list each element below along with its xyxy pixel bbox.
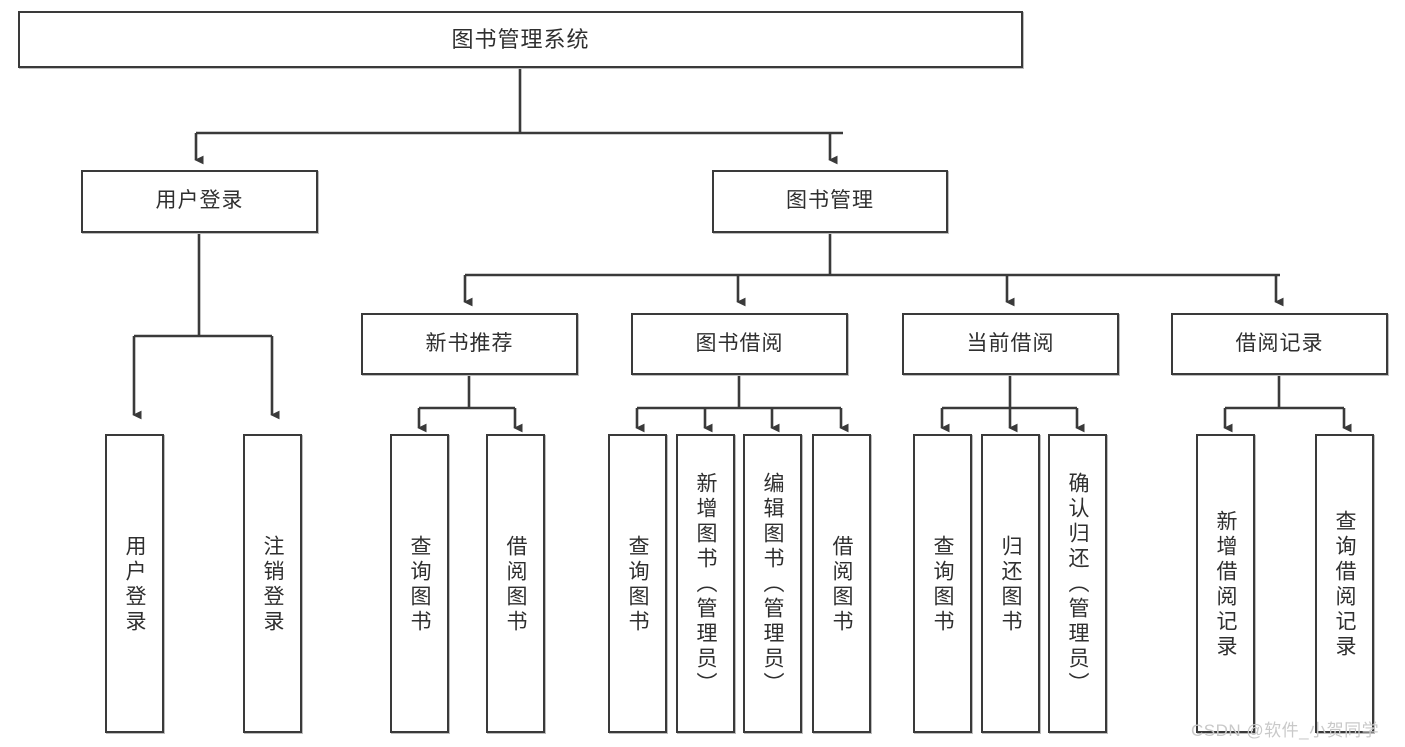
node-leaf-borrow-book-1-label: 借阅图书 — [504, 534, 527, 635]
node-root-label: 图书管理系统 — [451, 26, 590, 52]
node-leaf-return-book-label: 归还图书 — [999, 534, 1022, 635]
node-leaf-edit-book-label: 编辑图书（管理员） — [761, 472, 784, 697]
node-leaf-query-book-3-label: 查询图书 — [931, 534, 954, 635]
csdn-watermark: CSDN @软件_小贺同学 — [1191, 721, 1380, 740]
node-leaf-add-record[interactable]: 新增借阅记录 — [1196, 434, 1255, 733]
node-leaf-borrow-book-2[interactable]: 借阅图书 — [812, 434, 871, 733]
node-leaf-query-record[interactable]: 查询借阅记录 — [1315, 434, 1374, 733]
node-leaf-borrow-book-2-label: 借阅图书 — [830, 534, 853, 635]
node-leaf-query-book-2-label: 查询图书 — [626, 534, 649, 635]
node-new-book-recommend-label: 新书推荐 — [425, 331, 514, 355]
node-book-borrow[interactable]: 图书借阅 — [631, 313, 848, 375]
node-leaf-confirm-return-label: 确认归还（管理员） — [1066, 472, 1089, 697]
node-leaf-edit-book[interactable]: 编辑图书（管理员） — [743, 434, 802, 733]
node-leaf-query-book-2[interactable]: 查询图书 — [608, 434, 667, 733]
node-leaf-add-record-label: 新增借阅记录 — [1214, 509, 1237, 660]
node-borrow-record[interactable]: 借阅记录 — [1171, 313, 1388, 375]
node-leaf-user-login[interactable]: 用户登录 — [105, 434, 164, 733]
node-leaf-confirm-return[interactable]: 确认归还（管理员） — [1048, 434, 1107, 733]
node-root[interactable]: 图书管理系统 — [18, 11, 1023, 68]
node-borrow-record-label: 借阅记录 — [1235, 331, 1324, 355]
node-current-borrow[interactable]: 当前借阅 — [902, 313, 1119, 375]
node-book-manage-label: 图书管理 — [786, 189, 874, 213]
node-leaf-borrow-book-1[interactable]: 借阅图书 — [486, 434, 545, 733]
node-leaf-return-book[interactable]: 归还图书 — [981, 434, 1040, 733]
node-new-book-recommend[interactable]: 新书推荐 — [361, 313, 578, 375]
node-user-login[interactable]: 用户登录 — [81, 170, 318, 233]
node-leaf-query-book-3[interactable]: 查询图书 — [913, 434, 972, 733]
node-leaf-query-book-1[interactable]: 查询图书 — [390, 434, 449, 733]
node-leaf-add-book-label: 新增图书（管理员） — [694, 472, 717, 697]
node-leaf-logout-label: 注销登录 — [261, 534, 284, 635]
node-user-login-label: 用户登录 — [155, 189, 244, 213]
node-leaf-add-book[interactable]: 新增图书（管理员） — [676, 434, 735, 733]
node-leaf-logout[interactable]: 注销登录 — [243, 434, 302, 733]
node-leaf-user-login-label: 用户登录 — [123, 534, 146, 635]
node-leaf-query-book-1-label: 查询图书 — [408, 534, 431, 635]
node-book-borrow-label: 图书借阅 — [695, 331, 784, 355]
node-book-manage[interactable]: 图书管理 — [712, 170, 948, 233]
node-leaf-query-record-label: 查询借阅记录 — [1333, 509, 1356, 660]
node-current-borrow-label: 当前借阅 — [966, 331, 1055, 355]
